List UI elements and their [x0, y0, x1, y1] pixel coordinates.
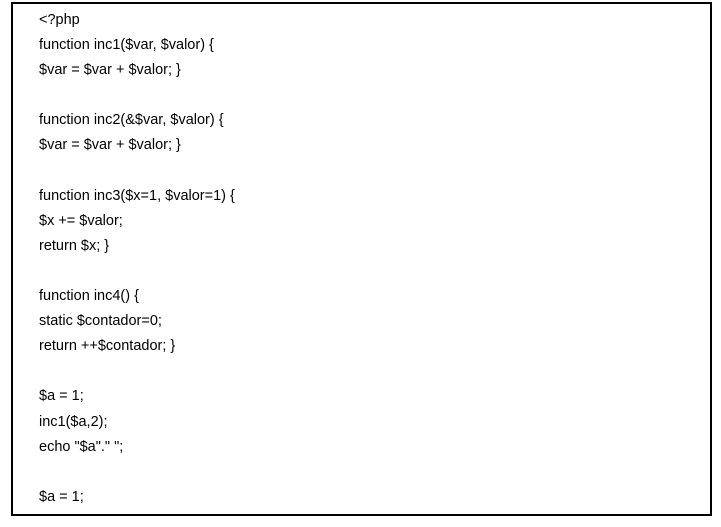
code-line: <?php: [39, 12, 80, 28]
code-line: $var = $var + $valor; }: [39, 137, 181, 154]
code-line: inc1($a,2);: [39, 413, 108, 430]
code-line: $x += $valor;: [39, 212, 123, 229]
code-blank-line: [13, 460, 710, 485]
code-line: inc2($a,2);: [13, 510, 710, 515]
code-line: function inc4() {: [39, 288, 139, 305]
code-blank-line: [13, 259, 710, 284]
php-code-listing: <?php function inc1($var, $valor) { $var =…: [13, 4, 710, 514]
code-line: echo "$a"." ";: [39, 438, 124, 455]
code-line: function inc3($x=1, $valor=1) {: [39, 187, 235, 204]
code-line: return ++$contador; }: [39, 338, 176, 355]
code-line: static $contador=0;: [39, 313, 162, 330]
code-line: return $x; }: [39, 237, 110, 254]
code-line: $a = 1;: [39, 488, 84, 505]
code-blank-line: [13, 83, 710, 108]
code-blank-line: [13, 359, 710, 384]
code-line: $var = $var + $valor; }: [39, 62, 181, 79]
code-line: function inc2(&$var, $valor) {: [39, 112, 224, 129]
code-line: function inc1($var, $valor) {: [39, 37, 214, 54]
code-line: $a = 1;: [39, 388, 84, 405]
code-listing-box: <?php function inc1($var, $valor) { $var =…: [11, 2, 712, 516]
code-blank-line: [13, 159, 710, 184]
